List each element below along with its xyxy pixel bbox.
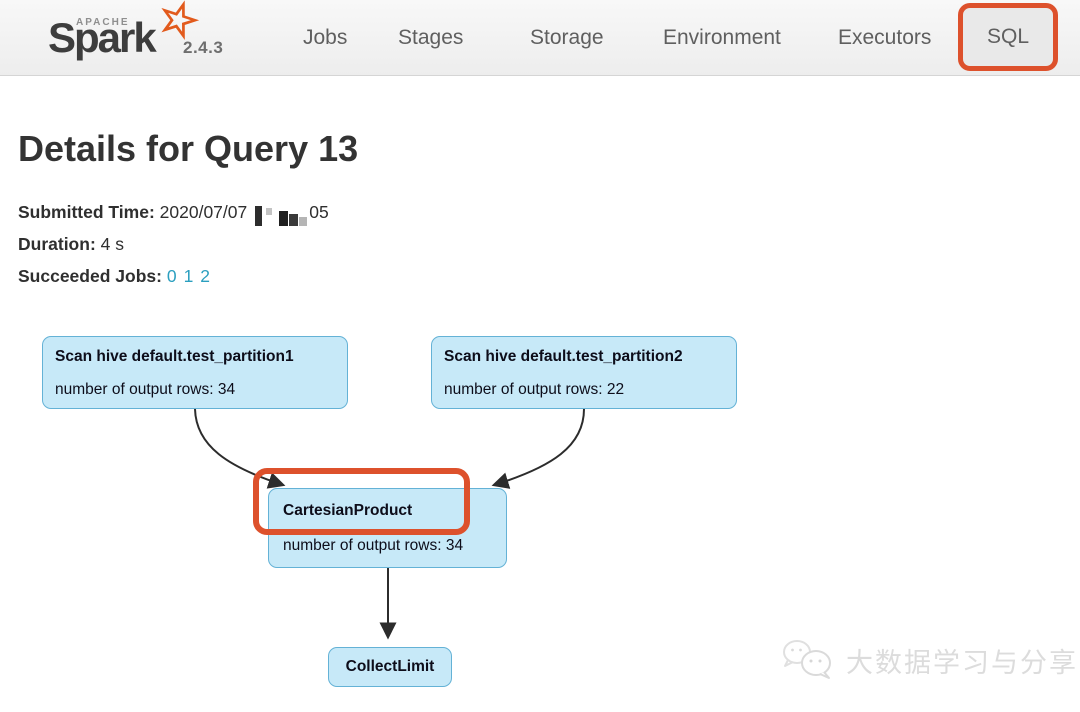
edge-scan2-to-cartesian xyxy=(491,408,585,489)
dag-node-cartesian-product[interactable]: CartesianProduct number of output rows: … xyxy=(268,488,507,568)
spark-wordmark: Spark xyxy=(48,14,157,61)
tab-executors[interactable]: Executors xyxy=(838,26,932,49)
node-title: CollectLimit xyxy=(345,658,435,675)
job-link-0[interactable]: 0 xyxy=(166,266,177,286)
submitted-time-label: Submitted Time: xyxy=(18,202,155,222)
tab-sql[interactable]: SQL xyxy=(986,25,1030,48)
tab-storage[interactable]: Storage xyxy=(530,26,604,49)
apache-label: APACHE xyxy=(76,17,130,28)
dag-node-scan-partition2[interactable]: Scan hive default.test_partition2 number… xyxy=(431,336,737,409)
spark-version: 2.4.3 xyxy=(183,38,224,57)
duration-value: 4 s xyxy=(100,234,125,254)
redacted-time-mosaic xyxy=(255,205,308,226)
duration-row: Duration: 4 s xyxy=(18,234,124,255)
tab-environment[interactable]: Environment xyxy=(663,26,781,49)
submitted-time-suffix: 05 xyxy=(309,202,329,222)
dag-node-scan-partition1[interactable]: Scan hive default.test_partition1 number… xyxy=(42,336,348,409)
tab-jobs[interactable]: Jobs xyxy=(303,26,348,49)
job-link-1[interactable]: 1 xyxy=(183,266,194,286)
job-link-2[interactable]: 2 xyxy=(200,266,211,286)
node-title: CartesianProduct xyxy=(283,502,413,519)
dag-node-collect-limit[interactable]: CollectLimit xyxy=(328,647,452,687)
page-title: Details for Query 13 xyxy=(18,128,359,169)
node-title: Scan hive default.test_partition1 xyxy=(55,348,294,365)
submitted-time-value: 2020/07/07 xyxy=(159,202,248,222)
watermark-text: 大数据学习与分享 xyxy=(846,647,1078,678)
watermark: 大数据学习与分享 xyxy=(780,638,1078,682)
node-metric: number of output rows: 34 xyxy=(55,381,236,398)
succeeded-jobs-label: Succeeded Jobs: xyxy=(18,266,162,286)
node-title: Scan hive default.test_partition2 xyxy=(444,348,683,365)
duration-label: Duration: xyxy=(18,234,96,254)
sql-tab-highlight-annotation: SQL xyxy=(958,3,1058,71)
chat-bubbles-icon xyxy=(783,640,831,679)
submitted-time-row: Submitted Time: 2020/07/07 05 xyxy=(18,202,329,226)
tab-stages[interactable]: Stages xyxy=(398,26,464,49)
edge-scan1-to-cartesian xyxy=(194,408,286,489)
navbar: APACHE Spark ☆ 2.4.3 Jobs Stages Storage… xyxy=(0,0,1080,76)
node-metric: number of output rows: 34 xyxy=(283,537,464,554)
node-metric: number of output rows: 22 xyxy=(444,381,625,398)
